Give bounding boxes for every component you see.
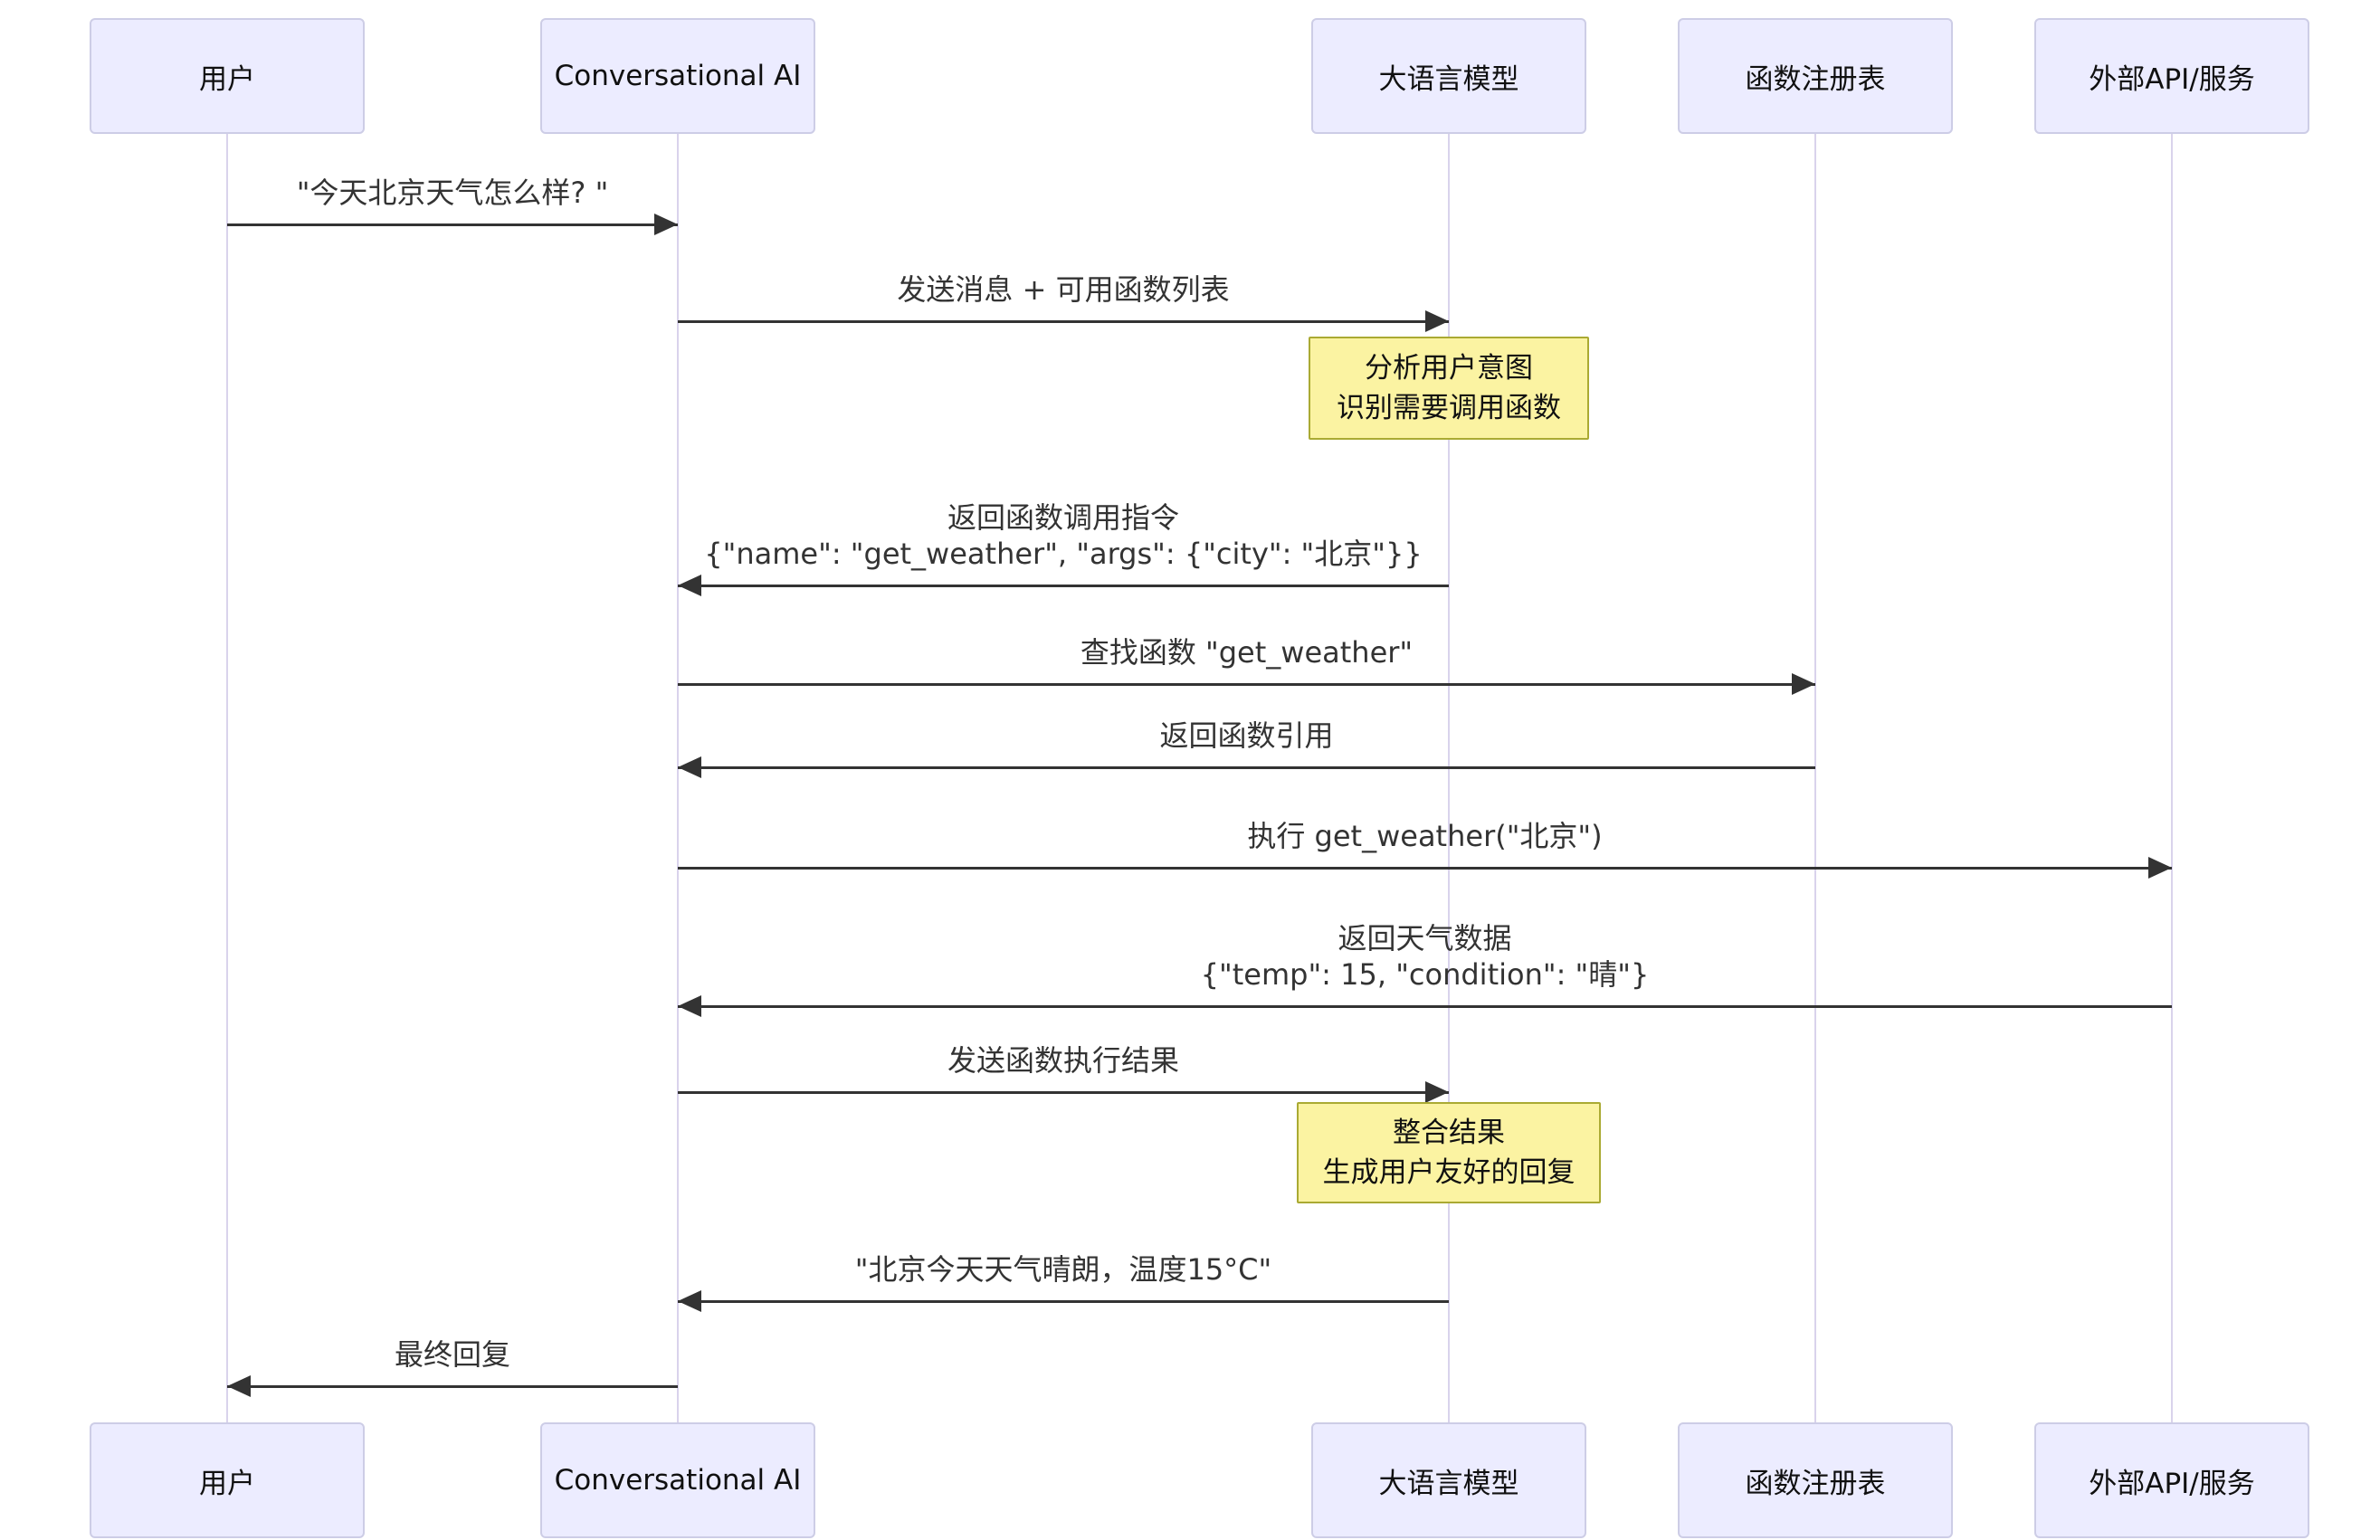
actor-label: 函数注册表 — [1745, 1467, 1886, 1500]
note-analyze-intent: 分析用户意图 识别需要调用函数 — [1309, 337, 1589, 440]
actor-label: 函数注册表 — [1745, 62, 1886, 96]
message-user-query: "今天北京天气怎么样? " — [227, 175, 678, 235]
lifeline-external-api — [2171, 134, 2173, 1422]
message-text: "今天北京天气怎么样? " — [296, 176, 609, 210]
message-text-line1: 返回天气数据 — [1338, 921, 1512, 955]
actor-top-llm: 大语言模型 — [1311, 18, 1586, 134]
arrow-left-icon — [678, 575, 1449, 596]
actor-label: Conversational AI — [554, 60, 802, 92]
actor-top-conversational-ai: Conversational AI — [540, 18, 815, 134]
message-final-reply: 最终回复 — [227, 1336, 678, 1397]
message-text-line1: 返回函数调用指令 — [947, 500, 1179, 535]
message-return-weather-data: 返回天气数据 {"temp": 15, "condition": "晴"} — [678, 920, 2172, 1017]
note-text-line2: 识别需要调用函数 — [1337, 392, 1561, 424]
actor-label: 大语言模型 — [1378, 62, 1519, 96]
note-text-line1: 分析用户意图 — [1365, 352, 1533, 385]
actor-bottom-llm: 大语言模型 — [1311, 1422, 1586, 1538]
lifeline-user — [226, 134, 228, 1422]
lifeline-function-registry — [1814, 134, 1816, 1422]
actor-bottom-external-api: 外部API/服务 — [2034, 1422, 2309, 1538]
message-text-line2: {"temp": 15, "condition": "晴"} — [1200, 957, 1650, 992]
actor-label: 大语言模型 — [1378, 1467, 1519, 1500]
arrow-right-icon — [678, 310, 1449, 332]
note-integrate-result: 整合结果 生成用户友好的回复 — [1297, 1102, 1601, 1203]
lifeline-llm — [1448, 134, 1450, 1422]
arrow-left-icon — [678, 995, 2172, 1017]
arrow-left-icon — [678, 756, 1815, 778]
message-execute-function: 执行 get_weather("北京") — [678, 818, 2172, 879]
message-text: 返回函数引用 — [1159, 718, 1334, 753]
message-text: 查找函数 "get_weather" — [1080, 635, 1414, 670]
arrow-left-icon — [227, 1375, 678, 1397]
arrow-right-icon — [678, 857, 2172, 879]
actor-top-user: 用户 — [90, 18, 365, 134]
actor-label: 用户 — [199, 1467, 255, 1500]
message-text: 执行 get_weather("北京") — [1247, 819, 1603, 853]
lifeline-conversational-ai — [677, 134, 679, 1422]
actor-label: 外部API/服务 — [2089, 1467, 2255, 1500]
message-text: 最终回复 — [394, 1337, 510, 1372]
message-send-function-result: 发送函数执行结果 — [678, 1042, 1449, 1103]
actor-top-function-registry: 函数注册表 — [1678, 18, 1953, 134]
message-return-function-ref: 返回函数引用 — [678, 718, 1815, 778]
arrow-right-icon — [678, 1081, 1449, 1103]
actor-label: 外部API/服务 — [2089, 62, 2255, 96]
message-friendly-reply: "北京今天天气晴朗，温度15°C" — [678, 1251, 1449, 1312]
note-text-line1: 整合结果 — [1393, 1117, 1505, 1149]
message-text: 发送函数执行结果 — [947, 1043, 1179, 1078]
message-text: 发送消息 + 可用函数列表 — [897, 272, 1230, 307]
message-send-to-llm: 发送消息 + 可用函数列表 — [678, 271, 1449, 332]
note-text-line2: 生成用户友好的回复 — [1322, 1156, 1576, 1189]
message-text-line2: {"name": "get_weather", "args": {"city":… — [704, 537, 1423, 571]
arrow-right-icon — [227, 214, 678, 235]
actor-top-external-api: 外部API/服务 — [2034, 18, 2309, 134]
actor-bottom-conversational-ai: Conversational AI — [540, 1422, 815, 1538]
message-text: "北京今天天气晴朗，温度15°C" — [854, 1252, 1272, 1287]
arrow-left-icon — [678, 1290, 1449, 1312]
message-function-call-instruction: 返回函数调用指令 {"name": "get_weather", "args":… — [678, 499, 1449, 596]
actor-bottom-user: 用户 — [90, 1422, 365, 1538]
arrow-right-icon — [678, 673, 1815, 695]
message-lookup-function: 查找函数 "get_weather" — [678, 634, 1815, 695]
actor-label: 用户 — [199, 62, 255, 96]
actor-bottom-function-registry: 函数注册表 — [1678, 1422, 1953, 1538]
actor-label: Conversational AI — [554, 1464, 802, 1497]
